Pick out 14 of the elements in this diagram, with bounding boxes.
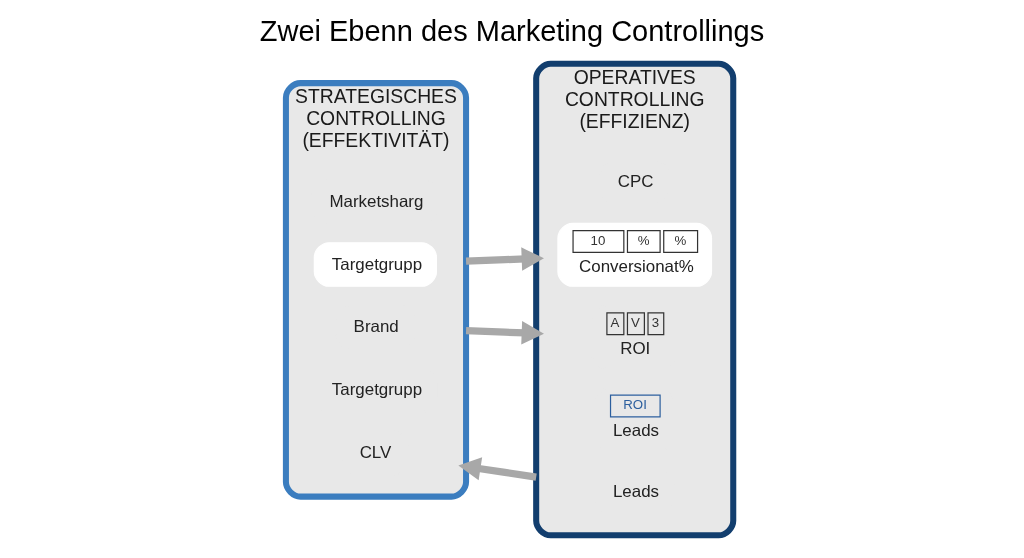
node-text: Marketsharg [329, 191, 424, 211]
arrow [458, 457, 537, 481]
node-label: Leads [612, 421, 660, 441]
node-text: CLV [359, 443, 392, 463]
arrow [465, 321, 544, 345]
node-text: Brand [353, 317, 399, 337]
node-box: ROI [609, 394, 661, 418]
diagram-title: Zwei Ebenn des Marketing Controllings [259, 15, 765, 48]
node-text: CPC [617, 172, 654, 192]
node-text: Targetgrupp [331, 380, 423, 400]
node-label: ROI [620, 339, 651, 359]
node-text: Leads [612, 481, 660, 501]
node-box: 10 % % Conversionat% [557, 222, 713, 287]
arrow [465, 247, 544, 271]
